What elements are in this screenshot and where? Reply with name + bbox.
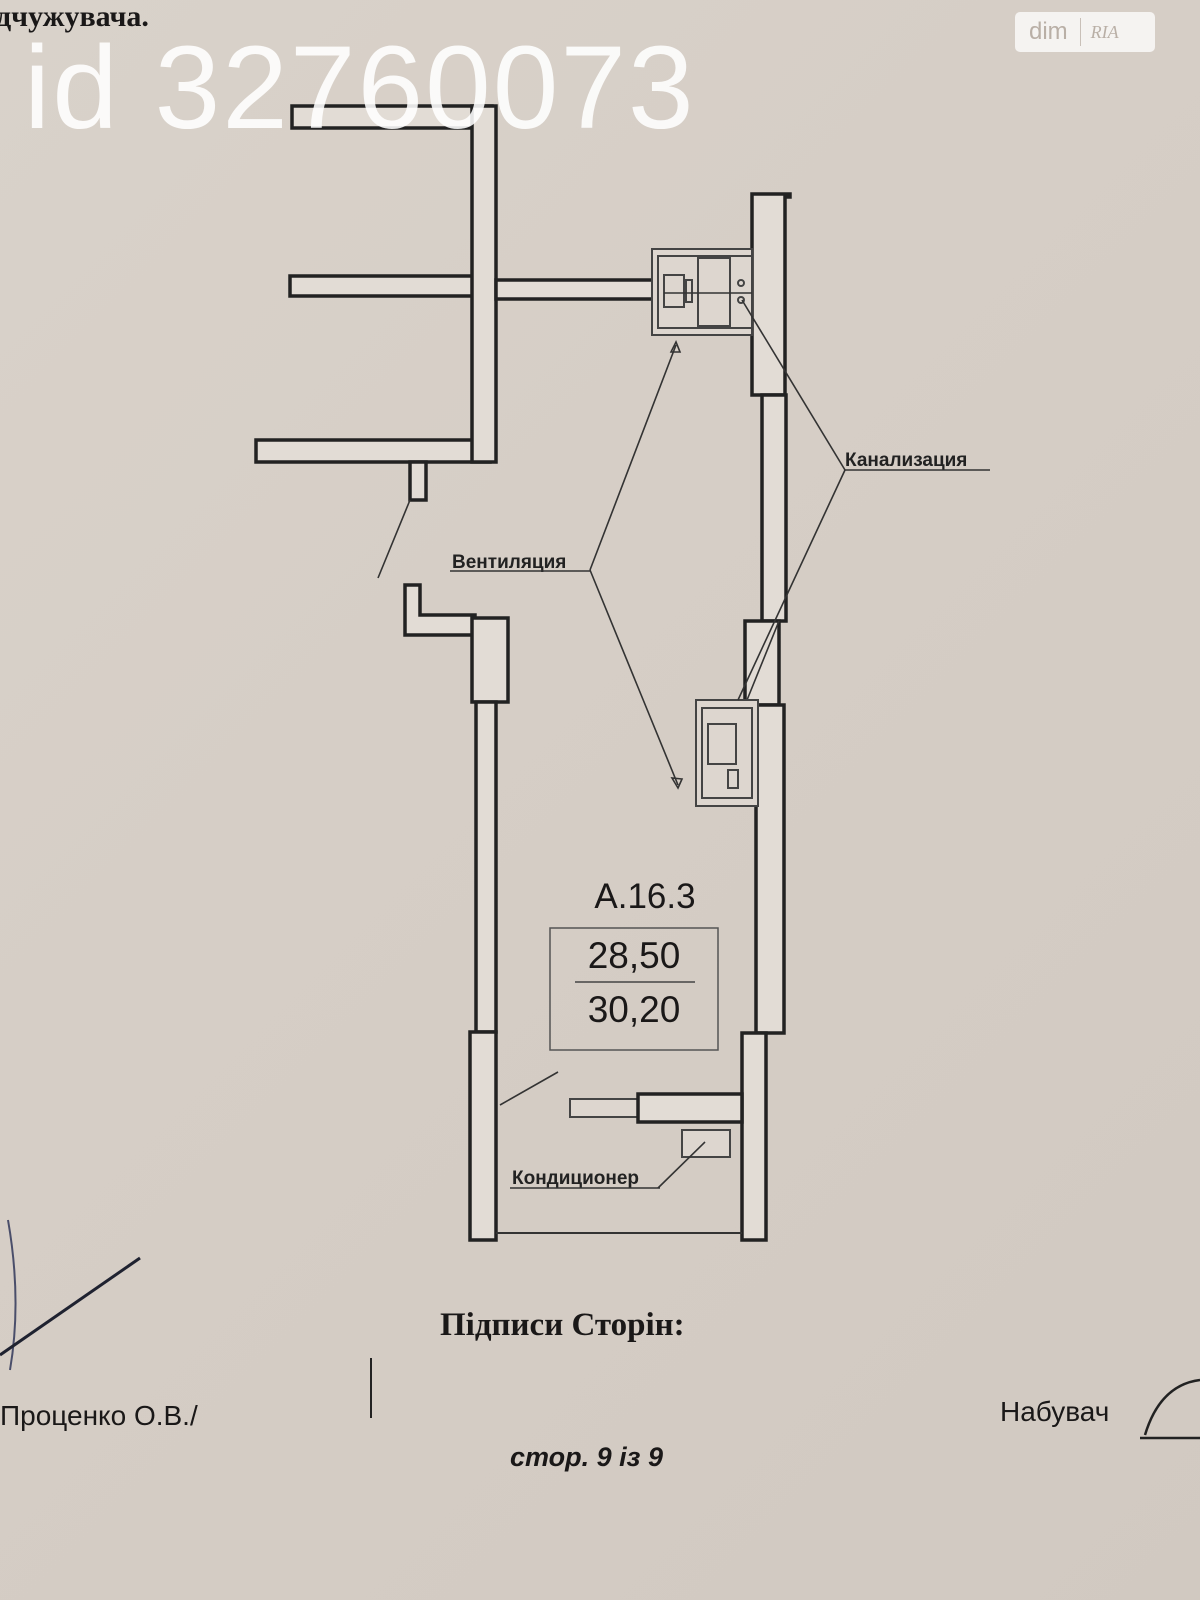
buyer-label: Набувач (1000, 1396, 1110, 1427)
page-number: стор. 9 із 9 (510, 1442, 663, 1472)
balcony-wall (636, 1092, 744, 1124)
living-area: 28,50 (588, 935, 681, 976)
upper-walls (254, 104, 658, 502)
listing-id-watermark: id 32760073 (24, 22, 696, 154)
logo-ria: RIA (1090, 22, 1119, 42)
air-conditioner-label: Кондиционер (512, 1168, 639, 1189)
ventilation-label: Вентиляция (452, 552, 566, 573)
kitchen-unit (651, 248, 753, 336)
logo-dim: dim (1015, 18, 1081, 46)
left-wall (403, 583, 510, 1242)
total-area: 30,20 (588, 989, 681, 1030)
dimria-logo: dim RIA (1015, 12, 1155, 52)
apartment-number: A.16.3 (594, 877, 695, 916)
area-box (549, 927, 719, 1051)
seller-name: Проценко О.В./ (0, 1400, 198, 1431)
header-fragment: дчужувача. (0, 0, 149, 33)
door-swing (377, 499, 411, 579)
signatures-title: Підписи Сторін: (440, 1307, 685, 1343)
balcony-partition (569, 1098, 641, 1118)
bathroom-unit (695, 699, 759, 807)
sewer-label: Канализация (845, 450, 967, 471)
air-conditioner-unit (681, 1129, 731, 1158)
seller-signature (0, 1219, 141, 1371)
leader-lines (499, 299, 846, 1189)
buyer-signature (1140, 1378, 1200, 1440)
right-wall (740, 192, 792, 1242)
